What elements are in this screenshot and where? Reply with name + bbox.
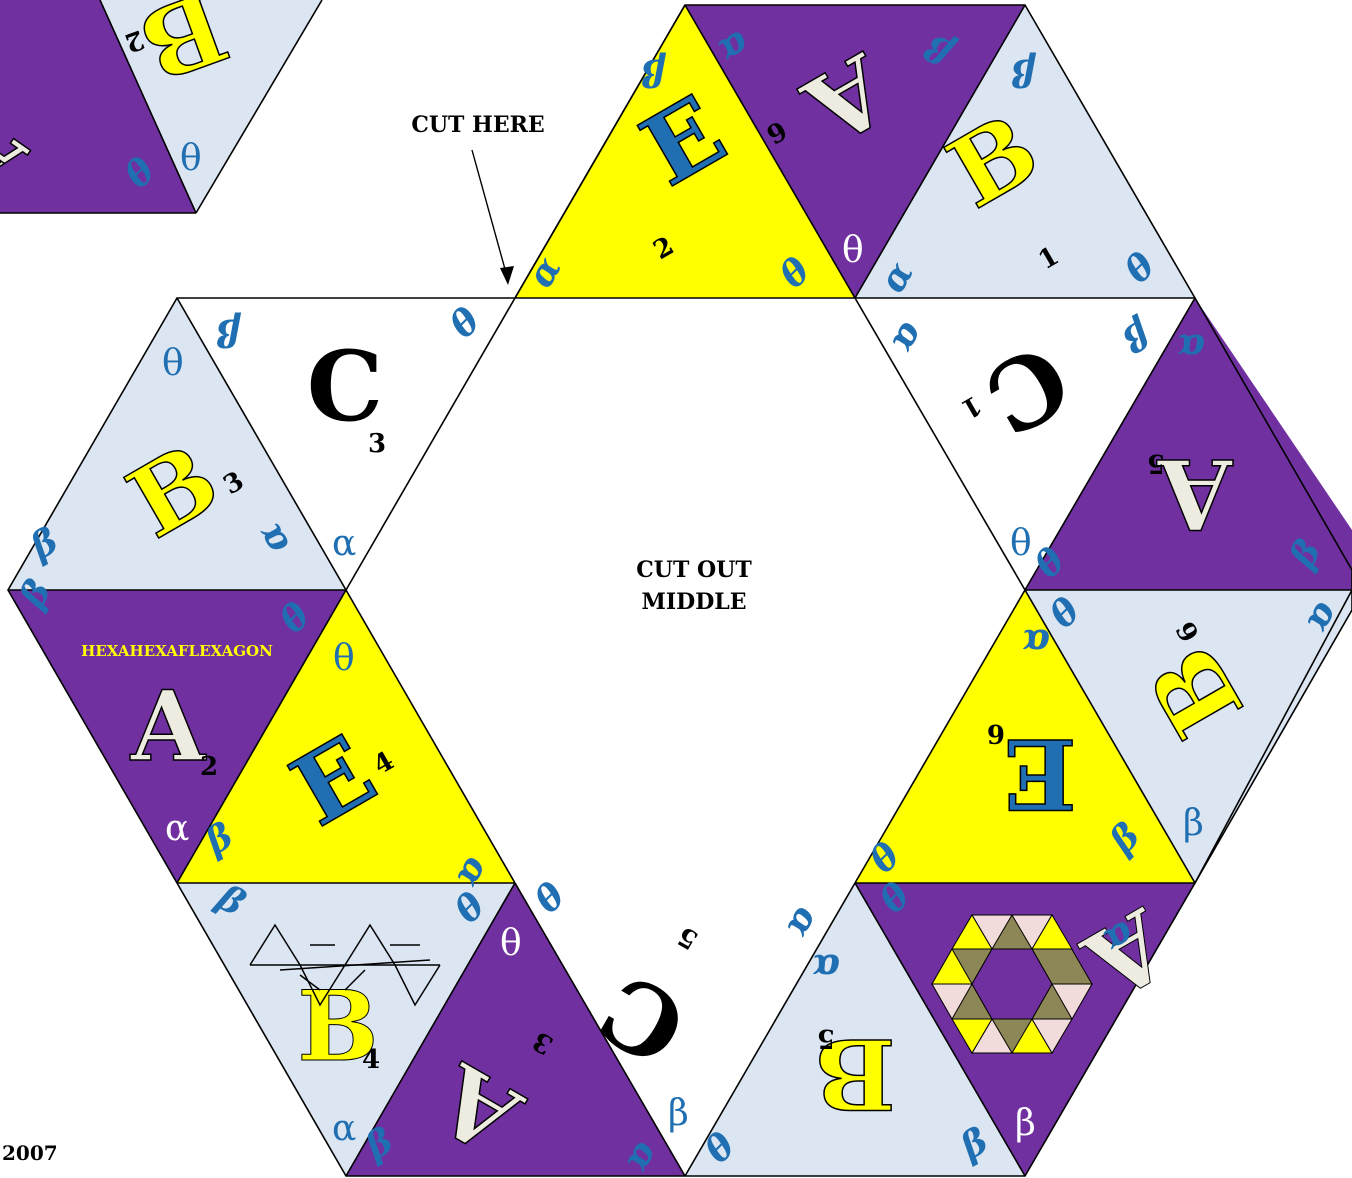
cut-out-label-line1: CUT OUT — [636, 557, 752, 583]
beta-symbol: β — [216, 311, 242, 353]
face-b5-sub: 5 — [817, 1023, 835, 1053]
alpha-symbol: α — [812, 946, 840, 988]
theta-symbol: θ — [500, 923, 522, 964]
cut-here-label: CUT HERE — [411, 112, 544, 138]
beta-symbol: β — [1015, 1103, 1036, 1144]
cut-out-label-line2: MIDDLE — [641, 589, 746, 615]
alpha-symbol: α — [1022, 621, 1050, 663]
copyright-year: 2007 — [2, 1141, 58, 1165]
face-a2-letter: A — [130, 670, 207, 783]
theta-symbol: θ — [162, 343, 184, 384]
face-e6-sub: 6 — [987, 718, 1005, 748]
cut-here-arrow — [472, 150, 508, 280]
face-a2-sub: 2 — [200, 752, 218, 782]
theta-symbol: θ — [180, 138, 202, 179]
alpha-symbol: α — [1177, 326, 1205, 368]
face-c3-letter: C — [307, 330, 383, 443]
beta-symbol: β — [641, 51, 667, 93]
face-a5-letter: A — [1156, 437, 1233, 550]
face-a5-sub: 5 — [1147, 448, 1165, 478]
face-c3-sub: 3 — [368, 429, 386, 459]
theta-symbol: θ — [842, 230, 864, 271]
beta-symbol: β — [668, 1093, 689, 1134]
title-label: HEXAHEXAFLEXAGON — [81, 642, 273, 660]
alpha-symbol: α — [165, 808, 189, 849]
beta-symbol: β — [1183, 803, 1204, 844]
partial-hexagon: A 1 B 2 θ θ — [0, 0, 322, 224]
beta-symbol: β — [1011, 51, 1037, 93]
face-b4-sub: 4 — [362, 1045, 380, 1075]
alpha-symbol: α — [332, 523, 356, 564]
alpha-symbol: α — [332, 1108, 356, 1149]
face-e6-letter: E — [1003, 717, 1076, 830]
arrow-head — [500, 266, 514, 285]
theta-symbol: θ — [333, 638, 355, 679]
